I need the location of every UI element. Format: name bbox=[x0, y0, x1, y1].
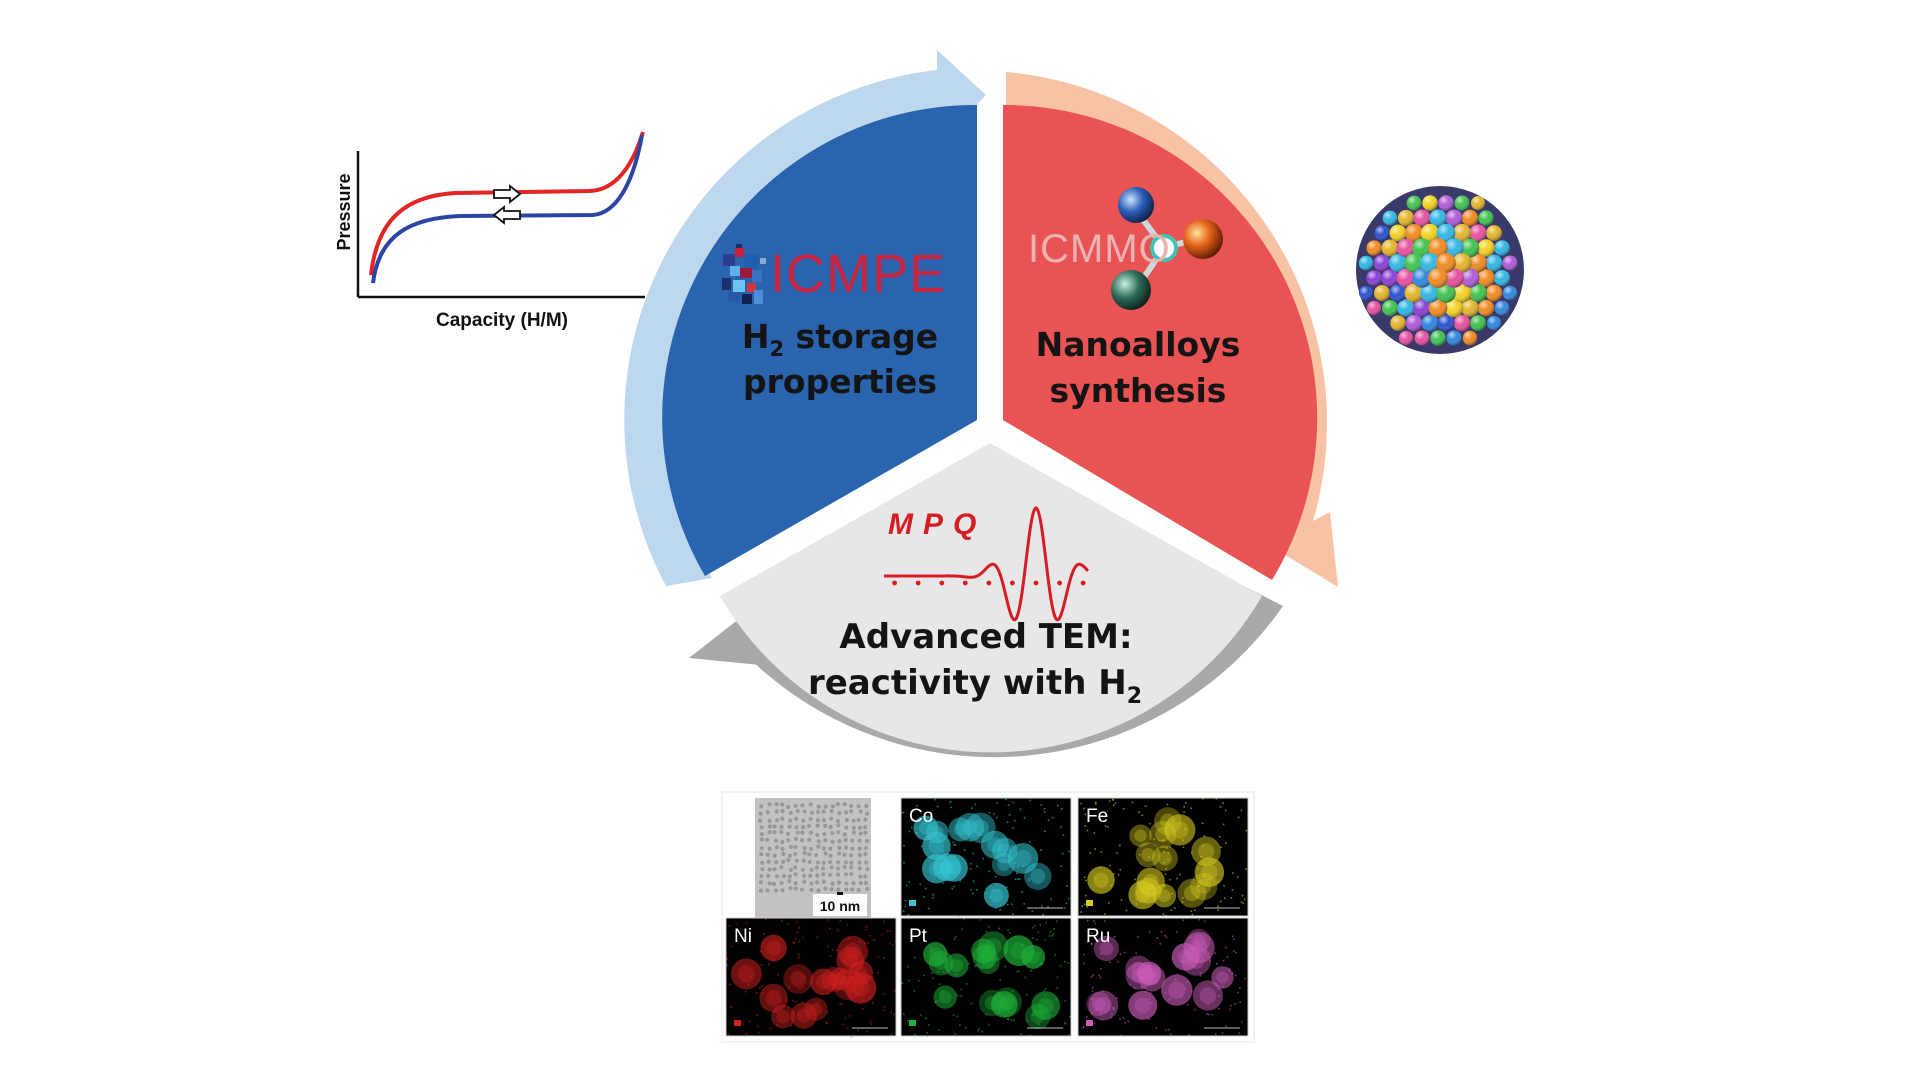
advanced-tem-line2: reactivity with H2 bbox=[808, 663, 1142, 709]
edx-map-ru: Ru bbox=[1077, 917, 1249, 1037]
desorption-curve bbox=[371, 134, 644, 284]
backward-arrow-icon bbox=[492, 205, 521, 225]
scale-bar-label: 10 nm bbox=[820, 898, 860, 914]
icmmo-logo-text: ICMMO bbox=[1028, 227, 1171, 271]
absorption-curve bbox=[369, 131, 645, 276]
edx-label-ni: Ni bbox=[734, 926, 752, 947]
edx-label-pt: Pt bbox=[909, 926, 928, 947]
segment-h2-storage bbox=[662, 104, 977, 577]
mpq-wave-dots bbox=[892, 580, 1086, 586]
edx-map-pt: Pt bbox=[900, 917, 1072, 1038]
edx-map-ni: Ni bbox=[725, 917, 897, 1038]
icmpe-pixel-mosaic bbox=[722, 244, 766, 304]
green-sphere-icon bbox=[1111, 270, 1151, 310]
nanoalloy-cluster-icon bbox=[1356, 186, 1524, 354]
edx-map-co: Co bbox=[900, 797, 1073, 918]
pie-segments bbox=[662, 104, 1318, 753]
h2-storage-line1: H2 storage bbox=[742, 317, 938, 361]
tem-bright-field-tile: 10 nm bbox=[755, 798, 871, 918]
edx-label-ru: Ru bbox=[1086, 926, 1110, 947]
edx-label-fe: Fe bbox=[1086, 806, 1108, 827]
edx-label-co: Co bbox=[909, 806, 933, 827]
nanoalloys-line2: synthesis bbox=[1050, 371, 1227, 410]
mpq-wave-icon bbox=[884, 506, 1090, 622]
isotherm-chart: Pressure Capacity (H/M) bbox=[334, 131, 645, 331]
mpq-logo: MPQ bbox=[884, 506, 1090, 622]
nanoalloys-line1: Nanoalloys bbox=[1036, 325, 1241, 364]
isotherm-x-label: Capacity (H/M) bbox=[436, 310, 568, 331]
orange-sphere-icon bbox=[1183, 219, 1223, 259]
blue-sphere-icon bbox=[1118, 187, 1154, 223]
white-ring-icon bbox=[1150, 234, 1178, 262]
icmpe-logo-text: ICMPE bbox=[770, 244, 946, 304]
mpq-logo-text: MPQ bbox=[888, 508, 986, 541]
edx-map-fe: Fe bbox=[1077, 797, 1249, 917]
isotherm-y-label: Pressure bbox=[334, 173, 354, 250]
segment-advanced-tem bbox=[720, 443, 1262, 753]
icmpe-logo: ICMPE bbox=[722, 244, 946, 304]
forward-arrow-icon bbox=[493, 184, 522, 204]
advanced-tem-line1: Advanced TEM: bbox=[839, 617, 1132, 657]
h2-storage-line2: properties bbox=[743, 362, 937, 401]
icmmo-logo: ICMMO bbox=[1028, 187, 1223, 310]
segment-nanoalloys bbox=[1003, 104, 1318, 581]
